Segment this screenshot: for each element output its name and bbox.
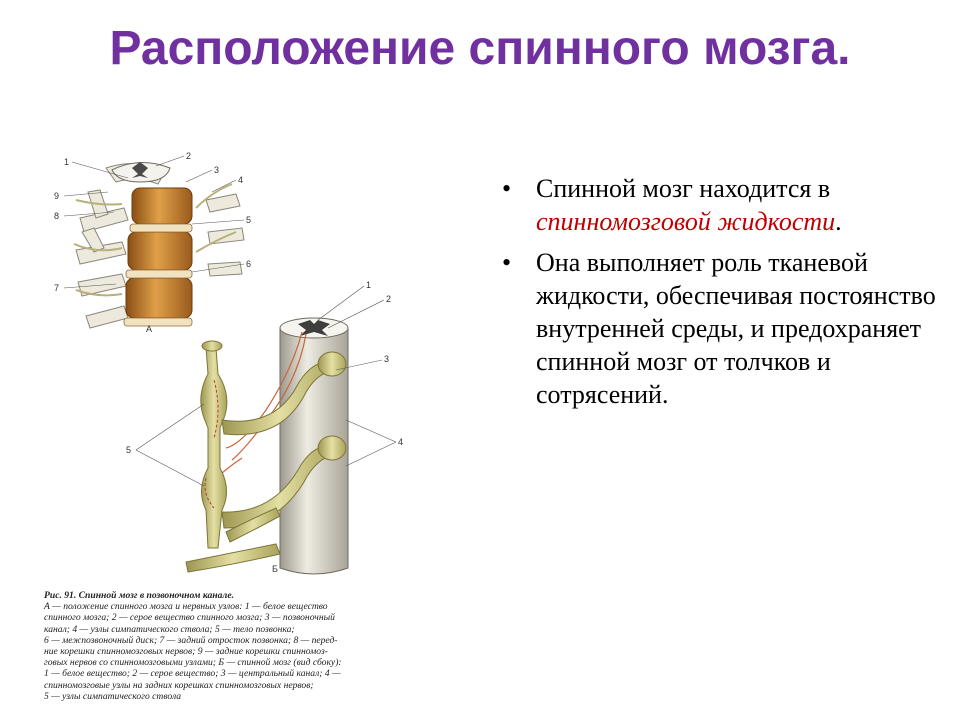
- red-fibers-overlay: [204, 379, 219, 509]
- label-b-3: 3: [384, 354, 389, 364]
- bullet-text-end: .: [835, 207, 842, 236]
- grey-matter-butterfly: [298, 320, 330, 336]
- spinal-cord-illustration: 1 2 3 4 5 6 7 8 9 А: [54, 151, 403, 575]
- label-a-7: 7: [54, 283, 59, 293]
- bullet-item: • Спинной мозг находится в спинномозгово…: [496, 172, 936, 238]
- label-a-5: 5: [246, 215, 251, 225]
- caption-line: ние корешки спинномозговых нервов; 9 — з…: [44, 646, 328, 658]
- labels-a: 1 2 3 4 5 6 7 8 9 А: [54, 151, 251, 334]
- label-a-9: 9: [54, 191, 59, 201]
- spinal-cord-side-diagram: 1 2 3 4 5 Б: [126, 280, 403, 575]
- caption-line: спинного мозга; 2 — серое вещество спинн…: [44, 612, 335, 624]
- bullet-list: • Спинной мозг находится в спинномозгово…: [496, 172, 936, 419]
- labels-b: 1 2 3 4 5 Б: [126, 280, 403, 574]
- caption-title: Рис. 91. Спинной мозг в позвоночном кана…: [44, 590, 234, 601]
- intervertebral-discs: [123, 223, 193, 327]
- bullet-item: • Она выполняет роль тканевой жидкости, …: [496, 246, 936, 411]
- label-b-letter: Б: [272, 564, 278, 574]
- caption-line: канал; 4 — узлы симпатического ствола; 5…: [44, 623, 295, 635]
- label-a-1: 1: [64, 157, 69, 167]
- caption-line: спинномозговые узлы на задних корешках с…: [44, 679, 314, 691]
- label-a-letter: А: [146, 324, 152, 334]
- label-a-2: 2: [186, 151, 191, 161]
- caption-line: 5 — узлы симпатического ствола: [44, 690, 182, 702]
- caption-line: 6 — межпозвоночный диск; 7 — задний отро…: [44, 634, 338, 646]
- label-a-3: 3: [214, 165, 219, 175]
- label-a-4: 4: [238, 175, 243, 185]
- caption-line: 1 — белое вещество; 2 — серое вещество; …: [44, 668, 341, 680]
- bullet-dot: •: [502, 248, 512, 277]
- slide-title: Расположение спинного мозга.: [109, 22, 851, 75]
- label-a-8: 8: [54, 211, 59, 221]
- leader-lines-b: [135, 285, 397, 487]
- label-b-5: 5: [126, 445, 131, 455]
- bullet-text: Она выполняет роль тканевой жидкости, об…: [536, 248, 936, 409]
- caption-line: говых нервов со спинномозговыми узлами; …: [44, 657, 342, 669]
- vertebral-bodies: [125, 187, 193, 319]
- caption-line: А — положение спинного мозга и нервных у…: [44, 601, 328, 613]
- bullet-text: Спинной мозг находится в: [536, 174, 831, 203]
- nerve-roots-a: [73, 183, 237, 297]
- leader-lines-a: [63, 155, 245, 289]
- spinal-nerves: [185, 351, 347, 573]
- label-b-1: 1: [366, 280, 371, 290]
- grey-matter-top: [132, 162, 148, 178]
- label-a-6: 6: [246, 259, 251, 269]
- bullet-accent-text: спинномозговой жидкости: [536, 207, 836, 236]
- label-b-2: 2: [386, 294, 391, 304]
- vertebral-column-diagram: 1 2 3 4 5 6 7 8 9 А: [54, 151, 251, 334]
- label-b-4: 4: [398, 437, 403, 447]
- figure-caption: Рис. 91. Спинной мозг в позвоночном кана…: [44, 590, 424, 702]
- bullet-dot: •: [502, 174, 512, 203]
